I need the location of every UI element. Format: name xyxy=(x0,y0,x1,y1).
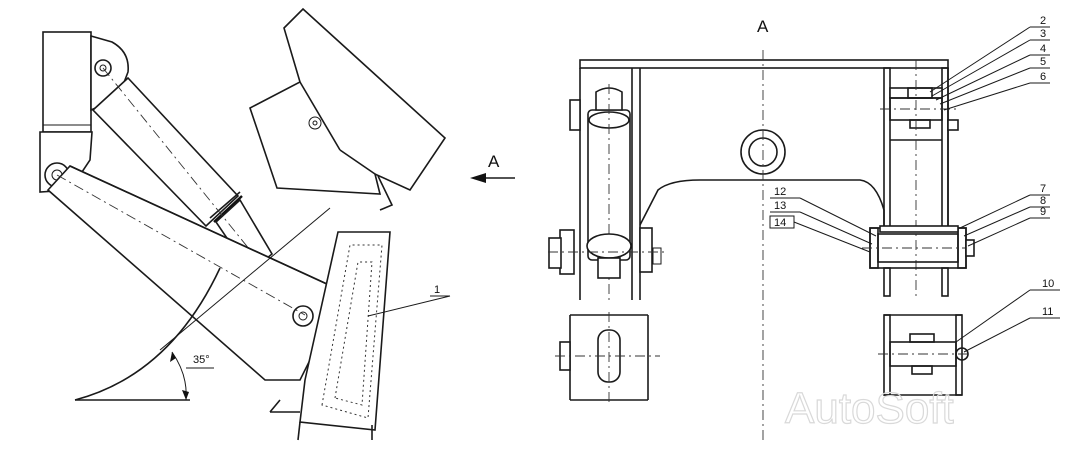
right-wall-left xyxy=(883,67,891,229)
bracket-bolt xyxy=(308,116,322,130)
top-frame-plate xyxy=(579,59,949,69)
section-title: A xyxy=(757,17,769,36)
callout-12: 12 xyxy=(774,186,786,198)
left-bracket-nut xyxy=(548,237,562,269)
left-cylinder-rod xyxy=(597,257,621,279)
hydraulic-cylinder xyxy=(91,76,240,228)
callout-7: 7 xyxy=(1040,183,1046,195)
ripper-beam xyxy=(299,231,391,431)
angle-label: 35° xyxy=(193,354,210,366)
blade-arc xyxy=(74,267,221,401)
frame-upper-block xyxy=(42,31,92,133)
right-wall-right xyxy=(941,67,949,229)
callout-6: 6 xyxy=(1040,71,1046,83)
left-bracket-inner xyxy=(639,227,653,273)
upper-bracket xyxy=(249,7,447,195)
callout-14: 14 xyxy=(774,217,786,229)
side-view: 35° 1 A xyxy=(39,7,515,441)
left-cylinder-base xyxy=(586,233,632,259)
callout-4: 4 xyxy=(1040,43,1046,55)
watermark: AutoSoft xyxy=(785,384,954,433)
callout-3: 3 xyxy=(1040,28,1046,40)
angle-reference-line xyxy=(159,207,331,351)
callout-13: 13 xyxy=(774,200,786,212)
callout-1: 1 xyxy=(434,284,440,296)
callout-10: 10 xyxy=(1042,278,1054,290)
callout-5: 5 xyxy=(1040,56,1046,68)
view-arrow-label: A xyxy=(488,152,500,171)
left-lug xyxy=(569,99,581,131)
callout-9: 9 xyxy=(1040,206,1046,218)
leader-1 xyxy=(367,295,451,317)
beam-pivot-pin xyxy=(292,305,314,327)
callout-2: 2 xyxy=(1040,15,1046,27)
section-view: A xyxy=(548,17,975,440)
connecting-arch xyxy=(639,179,885,232)
upper-pivot-pin xyxy=(94,59,112,77)
callout-11: 11 xyxy=(1042,306,1053,318)
callout-8: 8 xyxy=(1040,195,1046,207)
callouts: 2 3 4 5 6 7 8 9 10 11 12 13 14 xyxy=(769,15,1060,353)
